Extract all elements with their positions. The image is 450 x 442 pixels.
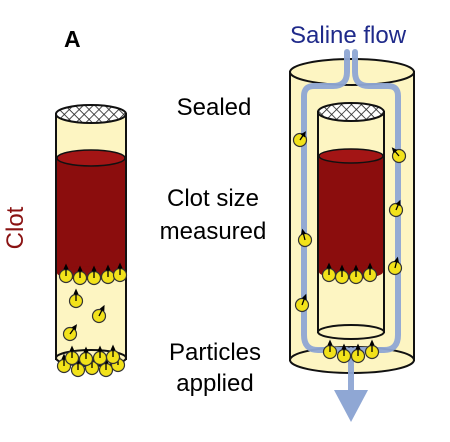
particle-icon — [364, 339, 380, 360]
particle-icon — [334, 264, 350, 285]
saline-flow-label: Saline flow — [290, 22, 407, 49]
particle-icon — [292, 131, 308, 148]
particle-icon — [112, 262, 128, 283]
particle-icon — [78, 346, 94, 367]
particle-icon — [86, 265, 102, 286]
particle-icon — [348, 264, 364, 285]
right-clot — [318, 148, 384, 279]
particle-icon — [362, 262, 378, 283]
particle-icon — [91, 304, 107, 324]
flow-arrow-icon — [334, 390, 368, 422]
step-particles-applied: Particles applied — [150, 337, 280, 399]
right-mesh-seal — [317, 102, 385, 122]
step-clot-size-line1: Clot size — [166, 185, 260, 212]
step-sealed: Sealed — [176, 94, 252, 121]
particle-icon — [105, 344, 121, 365]
panel-label: A — [64, 26, 81, 52]
particle-icon — [62, 324, 78, 342]
step-clot-size: Clot size measured — [148, 182, 278, 248]
left-particles — [56, 262, 128, 378]
particle-icon — [297, 228, 313, 248]
step-particles-line2: applied — [176, 370, 254, 397]
particle-icon — [294, 293, 310, 313]
particle-icon — [322, 339, 338, 360]
particle-icon — [58, 263, 74, 284]
particle-icon — [387, 256, 403, 276]
step-particles-line1: Particles — [168, 339, 262, 366]
particle-icon — [64, 345, 80, 366]
particle-icon — [336, 343, 352, 364]
left-mesh-seal — [55, 104, 127, 124]
particle-icon — [391, 147, 407, 164]
clot-label: Clot — [2, 206, 29, 250]
particle-icon — [68, 288, 84, 309]
left-clot — [56, 149, 126, 280]
particle-icon — [350, 343, 366, 364]
right-particles — [292, 131, 407, 364]
particle-icon — [92, 345, 108, 366]
particle-icon — [388, 199, 404, 218]
particle-icon — [72, 265, 88, 286]
particle-icon — [100, 264, 116, 285]
particle-icon — [70, 357, 86, 378]
step-clot-size-line2: measured — [159, 218, 267, 245]
